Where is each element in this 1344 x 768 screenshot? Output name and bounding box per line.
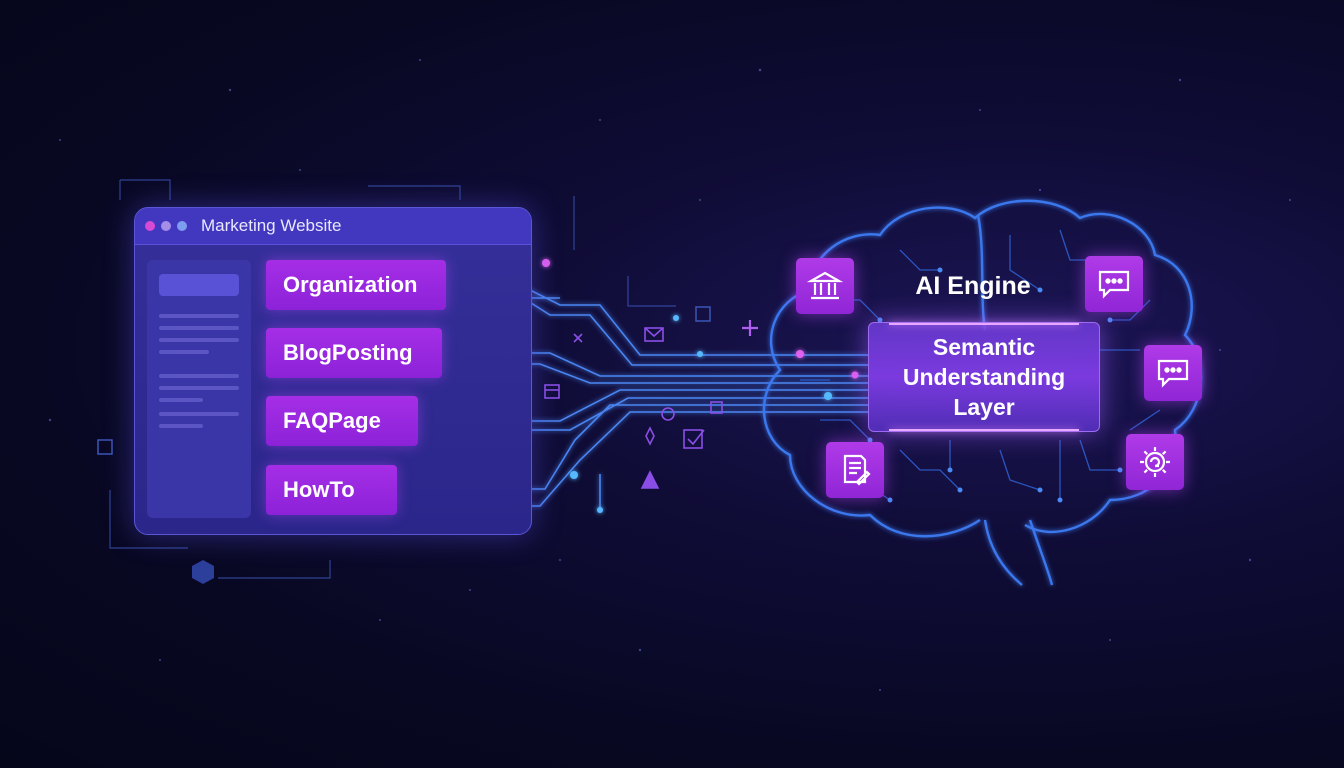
- connector-howto-2: [496, 411, 868, 507]
- page-sidebar: [147, 260, 251, 518]
- bank-tile: [796, 258, 854, 314]
- envelope-icon: [644, 327, 664, 342]
- node: [824, 392, 832, 400]
- sidebar-line: [159, 338, 239, 342]
- cross-icon: [573, 333, 583, 343]
- frame-square-left: [97, 439, 113, 455]
- sidebar-line: [159, 314, 239, 318]
- chat-bubble-icon: [1098, 270, 1130, 299]
- schema-howto: HowTo: [266, 465, 397, 515]
- chat-tile-middle: [1144, 345, 1202, 401]
- brain-outline: [762, 199, 1203, 586]
- node: [570, 471, 578, 479]
- layer-glow-top: [889, 323, 1079, 325]
- chat-tile-top: [1085, 256, 1143, 312]
- window-dot-icon: [145, 221, 155, 231]
- window-dot-icon: [161, 221, 171, 231]
- node: [542, 259, 550, 267]
- sidebar-block: [159, 274, 239, 296]
- sparkle-icon: [645, 426, 655, 446]
- node: [697, 351, 703, 357]
- document-tile: [826, 442, 884, 498]
- window-icon: [544, 384, 560, 399]
- schema-blogposting: BlogPosting: [266, 328, 442, 378]
- sidebar-line: [159, 386, 239, 390]
- checkbox-icon: [683, 429, 703, 449]
- layer-glow-bottom: [889, 429, 1079, 431]
- schema-organization: Organization: [266, 260, 446, 310]
- window-dot-icon: [177, 221, 187, 231]
- gear-refresh-icon: [1140, 447, 1170, 477]
- node: [796, 350, 804, 358]
- browser-title: Marketing Website: [201, 216, 342, 235]
- ai-engine-title: AI Engine: [915, 272, 1031, 300]
- sidebar-line: [159, 374, 239, 378]
- layer-line: Semantic: [932, 334, 1036, 360]
- ring-icon: [661, 407, 675, 421]
- bank-icon: [807, 271, 843, 300]
- node: [597, 507, 603, 513]
- node: [851, 371, 859, 379]
- sidebar-line: [159, 326, 239, 330]
- square-icon: [710, 401, 723, 414]
- layer-line: Layer: [953, 394, 1015, 420]
- square-outline: [695, 306, 711, 322]
- chat-bubble-icon: [1157, 359, 1189, 388]
- semantic-understanding-layer: Semantic Understanding Layer: [868, 322, 1100, 432]
- gear-tile: [1126, 434, 1184, 490]
- sidebar-line: [159, 412, 239, 416]
- plus-icon: [742, 320, 758, 336]
- browser-title-bar: Marketing Website: [135, 208, 531, 245]
- sidebar-line: [159, 424, 203, 428]
- node: [673, 315, 679, 321]
- schema-faqpage: FAQPage: [266, 396, 418, 446]
- layer-line: Understanding: [902, 364, 1066, 390]
- hexagon-node: [192, 560, 214, 584]
- sidebar-line: [159, 350, 209, 354]
- triangle-icon: [640, 470, 660, 489]
- document-edit-icon: [843, 454, 871, 486]
- sidebar-line: [159, 398, 203, 402]
